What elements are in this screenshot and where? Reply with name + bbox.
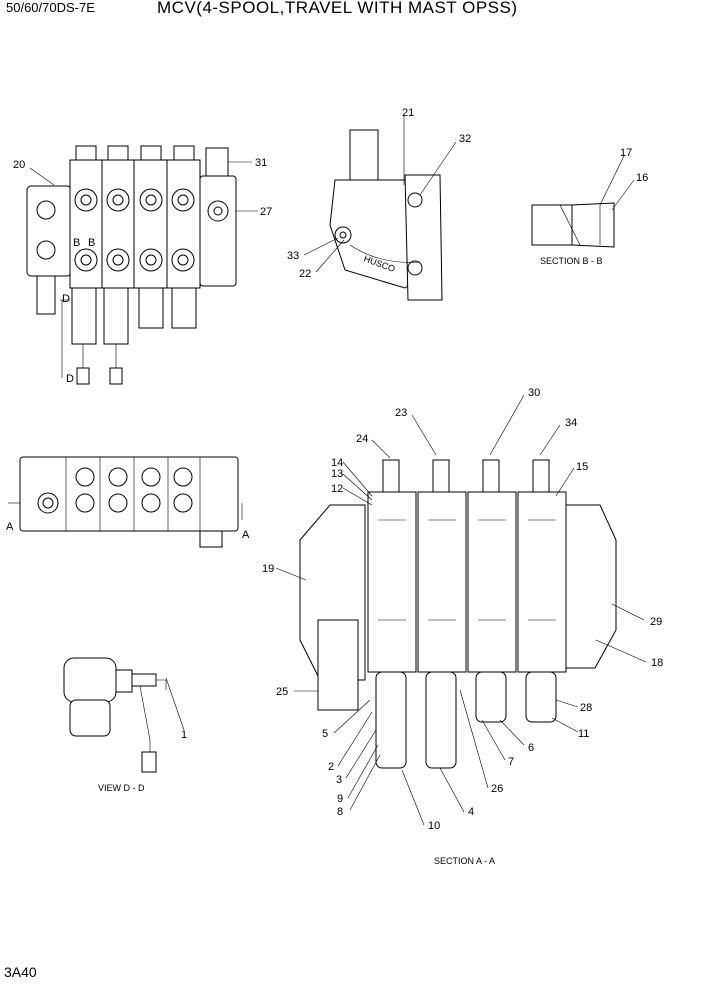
- callout-25: 25: [276, 686, 288, 698]
- callout-13: 13: [331, 468, 343, 480]
- mark-b-1: B: [73, 237, 80, 249]
- page-title: MCV(4-SPOOL,TRAVEL WITH MAST OPSS): [157, 0, 518, 17]
- callout-27: 27: [260, 206, 272, 218]
- mark-d-1: D: [62, 293, 70, 305]
- view-markers: B B D D A A: [6, 237, 250, 541]
- leader-lines: [29, 115, 647, 826]
- callout-15: 15: [576, 461, 588, 473]
- callout-14: 14: [331, 457, 343, 469]
- callout-22: 22: [299, 268, 311, 280]
- mark-b-2: B: [88, 237, 95, 249]
- page-number: 3A40: [4, 964, 37, 980]
- callout-26: 26: [491, 783, 503, 795]
- section-aa-view: SECTION A - A: [299, 459, 617, 866]
- callout-33: 33: [287, 250, 299, 262]
- model-label: 50/60/70DS-7E: [6, 0, 95, 15]
- pump-end-view: HUSCO: [329, 129, 443, 301]
- section-bb-caption: SECTION B - B: [540, 256, 603, 266]
- callout-10: 10: [428, 820, 440, 832]
- callout-29: 29: [650, 616, 662, 628]
- callout-3: 3: [336, 774, 342, 786]
- callout-12: 12: [331, 483, 343, 495]
- callout-30: 30: [528, 387, 540, 399]
- valve-top-view: [8, 456, 243, 548]
- callout-34: 34: [565, 417, 577, 429]
- callout-9: 9: [337, 793, 343, 805]
- callout-24: 24: [356, 433, 368, 445]
- callout-19: 19: [262, 563, 274, 575]
- callout-7: 7: [508, 756, 514, 768]
- callout-21: 21: [402, 107, 414, 119]
- mark-a-1: A: [6, 521, 14, 533]
- section-bb-view: SECTION B - B: [531, 202, 615, 266]
- callout-23: 23: [395, 407, 407, 419]
- callout-32: 32: [459, 133, 471, 145]
- view-dd-solenoid: VIEW D - D: [63, 657, 167, 793]
- callout-20: 20: [13, 159, 25, 171]
- view-dd-caption: VIEW D - D: [98, 783, 145, 793]
- mark-a-2: A: [242, 529, 250, 541]
- callout-6: 6: [528, 742, 534, 754]
- callout-18: 18: [651, 657, 663, 669]
- callout-4: 4: [468, 806, 474, 818]
- callout-11: 11: [578, 728, 589, 740]
- callout-28: 28: [580, 702, 592, 714]
- callout-8: 8: [337, 806, 343, 818]
- section-aa-caption: SECTION A - A: [434, 856, 495, 866]
- callout-5: 5: [322, 728, 328, 740]
- callout-1: 1: [181, 729, 187, 741]
- callout-31: 31: [255, 157, 267, 169]
- mark-d-2: D: [66, 373, 74, 385]
- callout-numbers: 20 31 27 21 32 33 22 17 16 1 23 30 34 24…: [13, 107, 663, 832]
- callout-2: 2: [328, 761, 334, 773]
- callout-16: 16: [636, 172, 648, 184]
- valve-front-view: [26, 145, 237, 385]
- callout-17: 17: [620, 147, 632, 159]
